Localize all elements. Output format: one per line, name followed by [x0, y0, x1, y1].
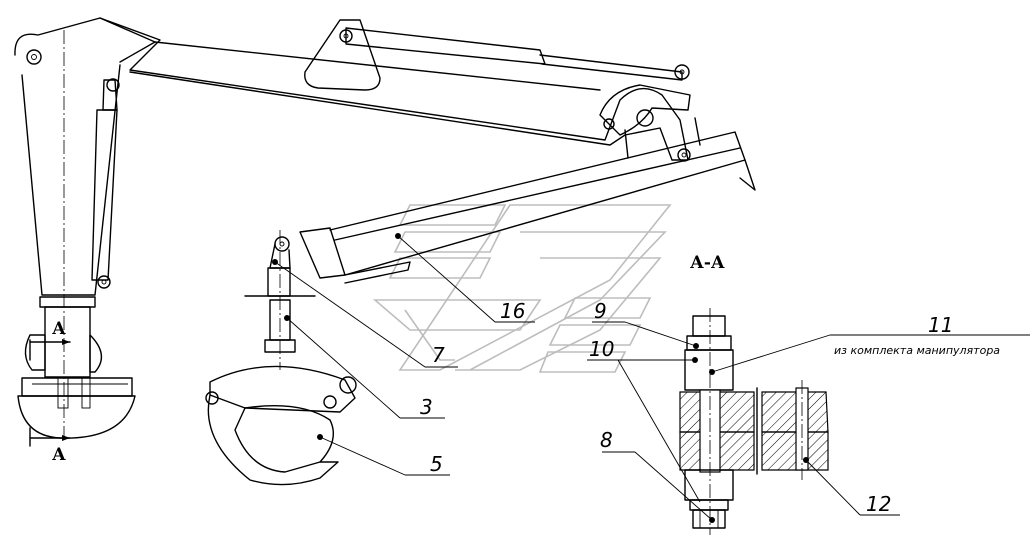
- section-a-a: [679, 308, 829, 535]
- note-11: из комплекта манипулятора: [834, 344, 1000, 357]
- callout-12: 12: [866, 492, 891, 516]
- callout-7: 7: [432, 343, 445, 367]
- main-boom: [99, 17, 691, 162]
- leader-lines: [272, 233, 1030, 523]
- callout-5: 5: [430, 452, 443, 476]
- callout-3: 3: [420, 395, 433, 419]
- watermark-logo: [372, 204, 672, 373]
- section-title: А-А: [690, 253, 725, 273]
- callout-16: 16: [500, 299, 525, 323]
- callout-10: 10: [589, 337, 614, 361]
- callout-8: 8: [600, 428, 613, 452]
- section-mark-bottom: А: [52, 445, 66, 465]
- section-mark-top: А: [52, 319, 66, 339]
- callout-11: 11: [928, 313, 953, 337]
- callout-9: 9: [594, 299, 607, 323]
- rotator-grapple: [205, 230, 357, 486]
- crane-column: [14, 17, 156, 447]
- stick-boom: [299, 117, 756, 284]
